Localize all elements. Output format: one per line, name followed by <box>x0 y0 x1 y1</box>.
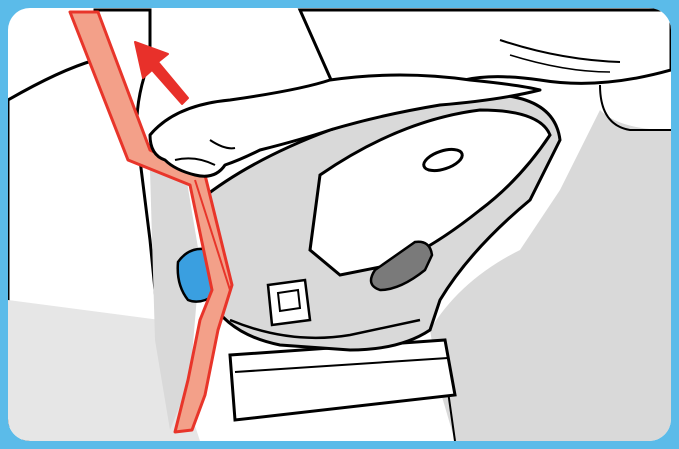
seat-install-illustration <box>8 8 671 441</box>
strap-pull-arrow-icon <box>135 42 188 104</box>
illustration-panel <box>8 8 671 441</box>
buckle-icon <box>268 280 310 325</box>
child-seat-base <box>230 340 455 420</box>
